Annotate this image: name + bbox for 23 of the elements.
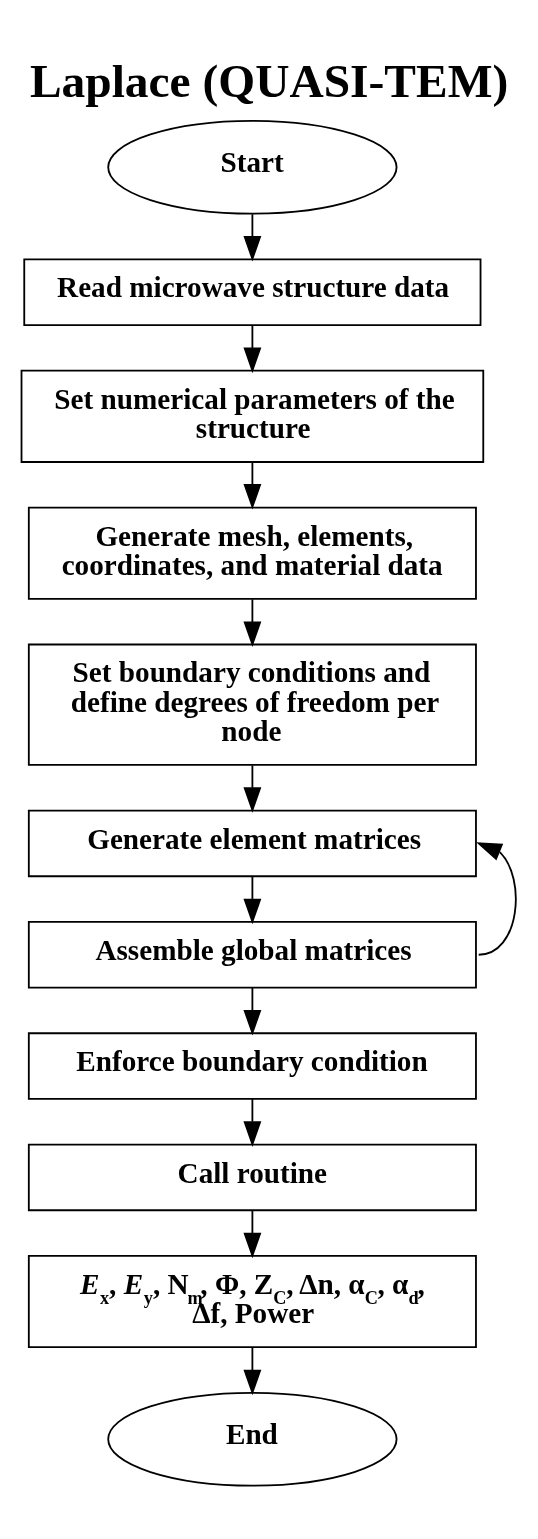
arrow <box>243 461 262 510</box>
diagram-title: Laplace (QUASI-TEM) <box>29 54 509 107</box>
node-box: Generate element matrices <box>27 809 477 878</box>
node-box: Enforce boundary condition <box>27 1032 477 1100</box>
node-box: E$_{x}$, E$_{y}$, N$_{m}$, Φ, Z$_{C}$, Δn, α$_{C}$, α$_{d}$, Δf, Power <box>27 1255 477 1349</box>
node-ellipse: End <box>107 1391 398 1487</box>
arrow <box>243 1346 262 1396</box>
arrow <box>243 1209 262 1259</box>
arrow <box>243 1098 262 1147</box>
arrow <box>243 324 262 374</box>
arrow <box>476 842 517 956</box>
arrow <box>243 875 262 925</box>
node-box: Generate mesh, elements, coordinates, and material data <box>27 506 477 600</box>
node-box: Read microwave structure data <box>23 258 482 326</box>
arrow <box>243 764 262 813</box>
node-box: Set boundary conditions and define degrees of freedom per node <box>27 643 477 766</box>
node-box: Call routine <box>27 1143 477 1212</box>
node-box: Set numerical parameters of the structure <box>20 369 485 463</box>
node-box: Assemble global matrices <box>27 921 477 989</box>
arrow <box>243 598 262 648</box>
arrow <box>243 213 262 262</box>
arrow <box>243 986 262 1036</box>
node-ellipse: Start <box>107 120 398 215</box>
